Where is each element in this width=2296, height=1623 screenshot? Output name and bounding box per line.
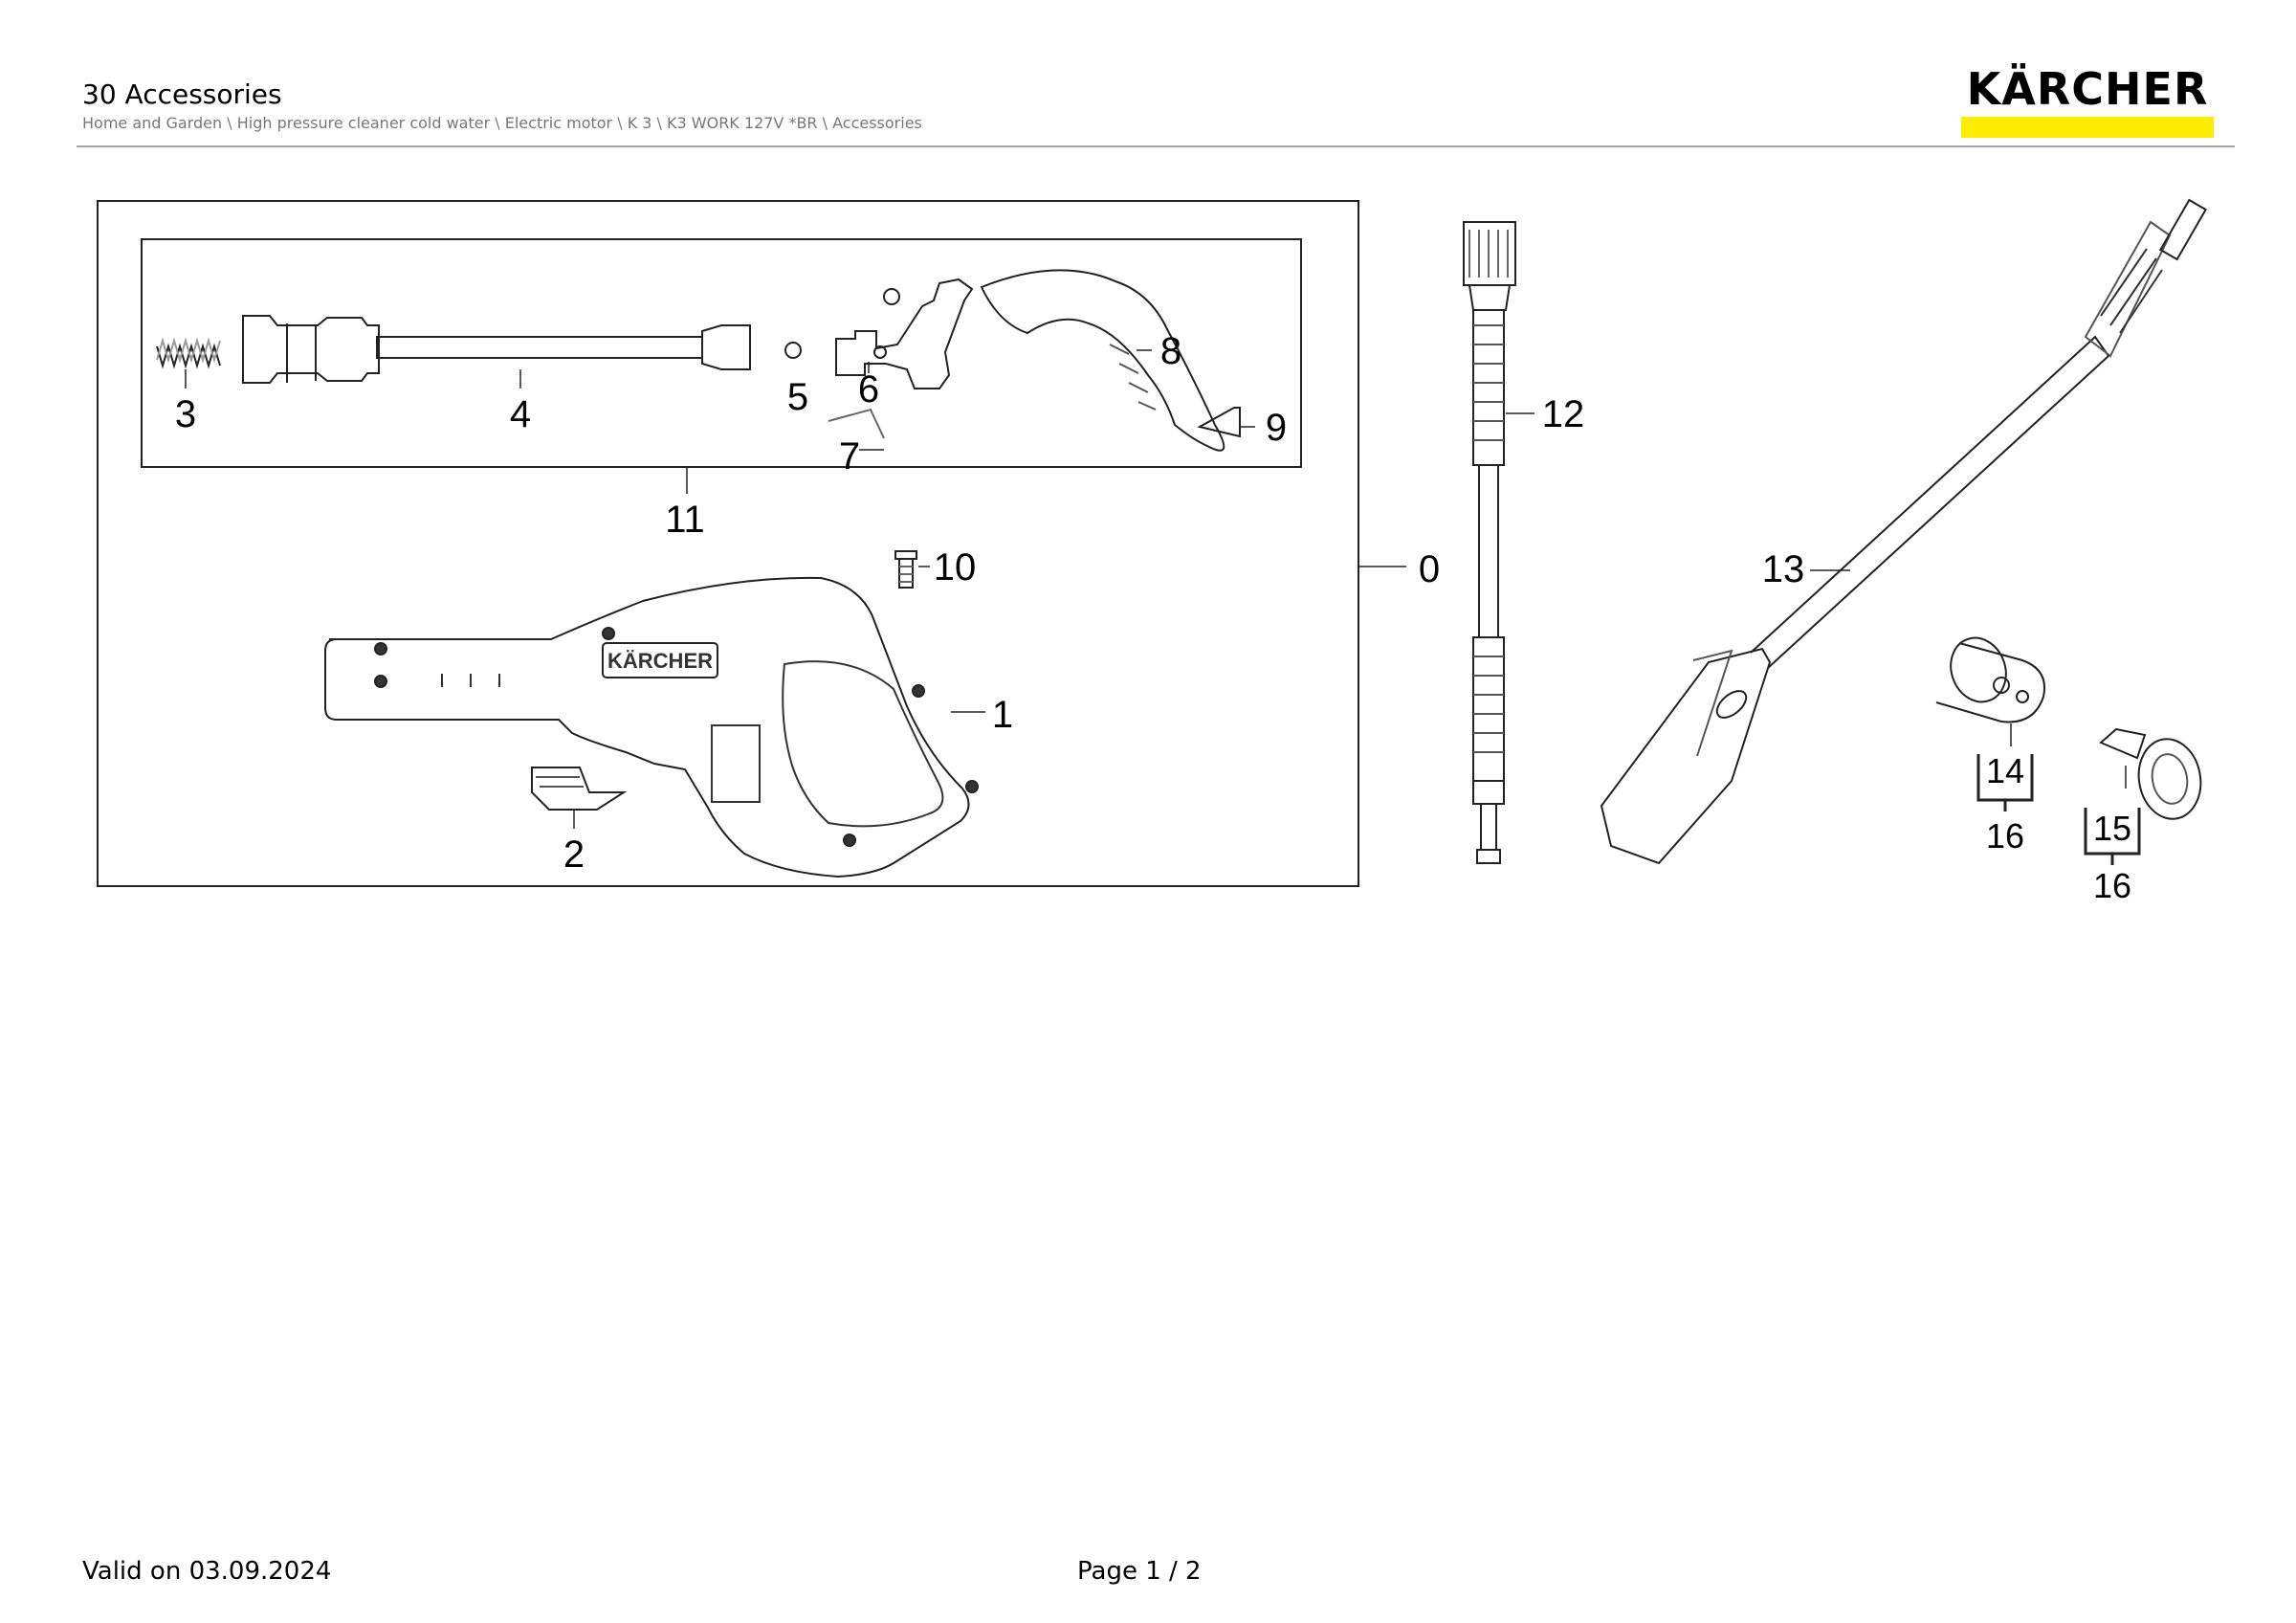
pin-part (828, 408, 885, 439)
page-number: Page 1 / 2 (1077, 1557, 1202, 1586)
callout-5: 5 (787, 376, 808, 418)
callout-13: 13 (1762, 548, 1805, 590)
seal-part (1197, 407, 1241, 438)
callout-3: 3 (175, 393, 196, 435)
coupling-part (1935, 636, 2045, 723)
callout-10: 10 (934, 546, 977, 589)
callout-8: 8 (1160, 330, 1181, 372)
logo-yellow-bar (1961, 117, 2214, 138)
breadcrumb: Home and Garden \ High pressure cleaner … (82, 114, 922, 132)
trigger-lock-part (531, 767, 628, 811)
callout-14: 14 (1986, 751, 2024, 790)
callout-7: 7 (839, 435, 860, 478)
validity-date: Valid on 03.09.2024 (82, 1557, 332, 1586)
callout-0: 0 (1419, 548, 1440, 590)
spray-gun-body-part (324, 576, 979, 878)
callout-16b: 16 (2093, 866, 2131, 905)
callout-4: 4 (510, 393, 531, 435)
callout-15: 15 (2093, 809, 2131, 848)
screw-part (894, 550, 917, 589)
callout-9: 9 (1266, 407, 1287, 449)
valve-part (835, 278, 974, 389)
page-title: 30 Accessories (82, 78, 282, 110)
callout-1: 1 (992, 694, 1013, 736)
callout-2: 2 (563, 834, 585, 876)
spring-part (156, 337, 221, 369)
assembly-box-11 (141, 238, 1302, 468)
handle-cover-part (980, 269, 1225, 452)
callout-16a: 16 (1986, 816, 2024, 856)
o-ring-part (784, 342, 802, 359)
nozzle-lance-part (1600, 198, 2208, 865)
callout-11: 11 (665, 499, 705, 541)
callout-12: 12 (1542, 393, 1585, 435)
header-divider (77, 145, 2235, 147)
lance-tube-part (242, 315, 751, 384)
hose-adapter-part (2099, 727, 2202, 820)
logo-text: KÄRCHER (1966, 63, 2209, 115)
assembly-box-0 (97, 200, 1359, 887)
gun-brand-label: KÄRCHER (607, 649, 713, 673)
callout-6: 6 (858, 368, 879, 411)
extension-lance-part (1463, 221, 1516, 864)
karcher-logo: KÄRCHER (1961, 63, 2214, 138)
